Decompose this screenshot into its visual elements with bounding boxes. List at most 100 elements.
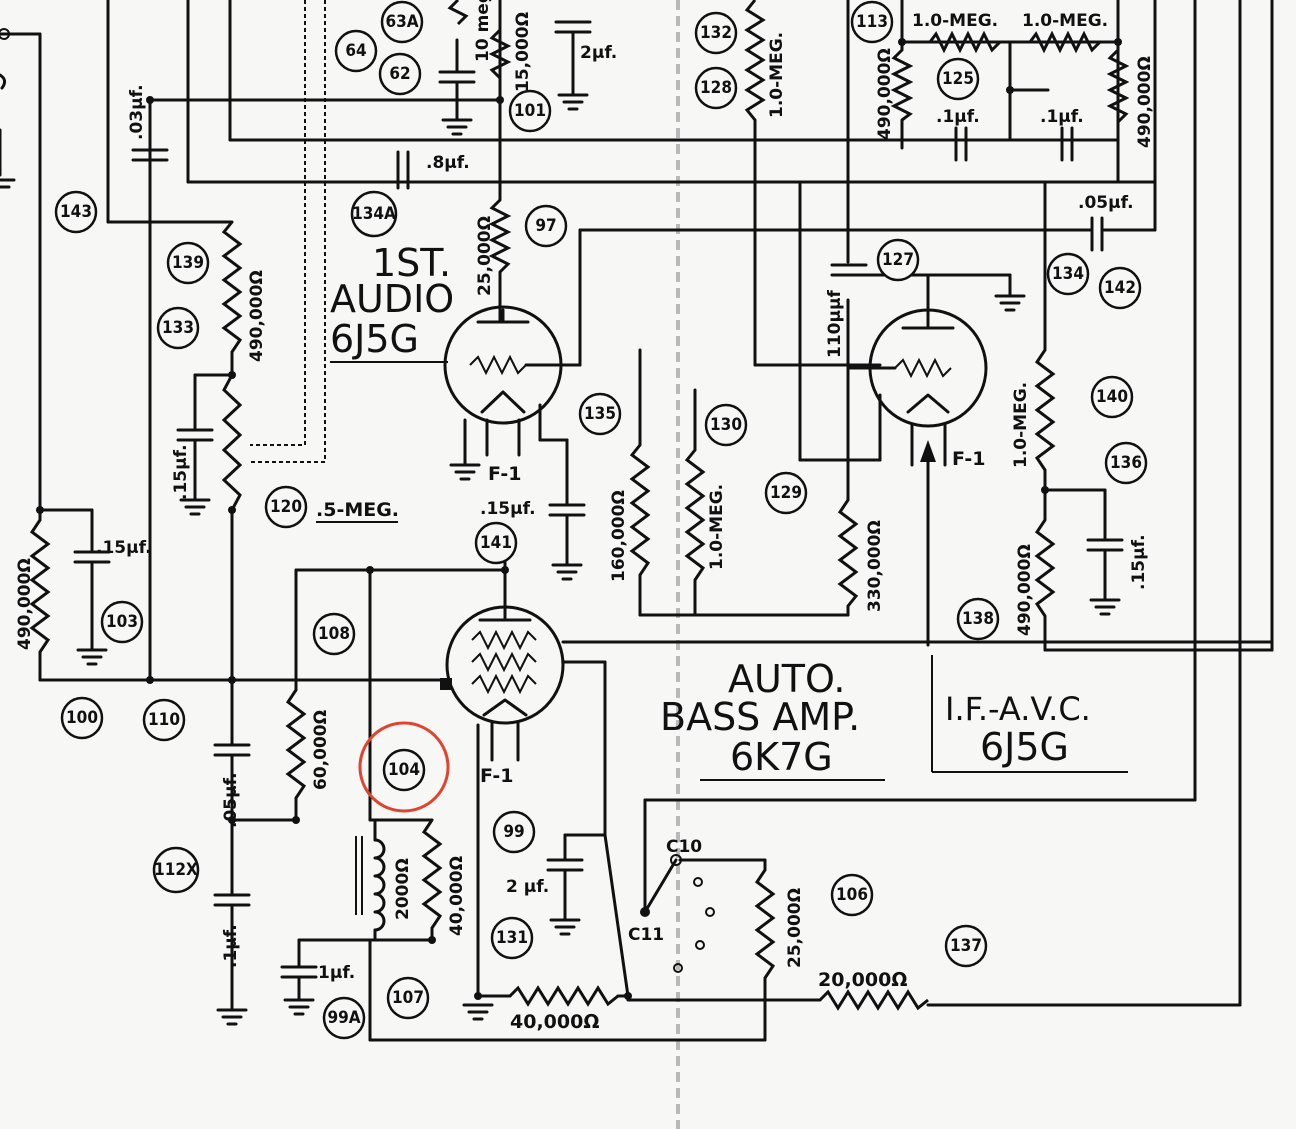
label-c-1-99a: 1µf. <box>318 963 355 983</box>
tube-label-1st: 1ST. <box>372 241 451 285</box>
label-c-1-a: .1µf. <box>936 107 980 127</box>
svg-text:133: 133 <box>162 318 194 338</box>
svg-text:143: 143 <box>60 202 92 222</box>
dashed-shield-lead <box>250 0 326 463</box>
label-sw-c10: C10 <box>666 837 702 857</box>
callout-136: 136 <box>1104 441 1148 485</box>
callout-128: 128 <box>694 66 738 110</box>
resistor-1meg-b <box>1028 30 1102 54</box>
label-c-15-133: .15µf. <box>171 444 191 500</box>
ground-symbols <box>0 93 1121 1026</box>
resistor-1meg-a <box>928 30 1002 54</box>
label-r-490k-138: 490,000Ω <box>1015 544 1035 636</box>
callout-63a: 63A <box>380 0 424 44</box>
svg-text:140: 140 <box>1096 387 1128 407</box>
label-r-15000: 15,000Ω <box>513 12 533 92</box>
tube-label-6j5g-a: 6J5G <box>330 317 419 361</box>
callout-99a: 99A <box>322 996 366 1040</box>
svg-text:99: 99 <box>503 822 524 842</box>
svg-text:139: 139 <box>172 253 204 273</box>
resistor-5meg-120 <box>221 374 243 511</box>
callout-138: 138 <box>956 597 1000 641</box>
svg-text:107: 107 <box>392 988 424 1008</box>
resistor-1meg-128 <box>744 0 766 121</box>
svg-text:97: 97 <box>535 216 556 236</box>
svg-text:132: 132 <box>700 23 732 43</box>
tone-switch <box>640 798 1197 973</box>
tube-if-avc <box>798 180 1012 647</box>
capacitors <box>73 20 1157 1012</box>
resistor-25000-106 <box>754 869 776 979</box>
svg-text:142: 142 <box>1104 278 1136 298</box>
label-fil-2: F-1 <box>480 765 514 787</box>
label-r-490k-100: 490,000Ω <box>15 558 35 650</box>
callout-107: 107 <box>386 976 430 1020</box>
svg-text:135: 135 <box>584 404 616 424</box>
callout-133: 133 <box>156 306 200 350</box>
svg-text:137: 137 <box>950 936 982 956</box>
svg-text:130: 130 <box>710 415 742 435</box>
callout-120: 120 <box>264 485 308 529</box>
component-values: .03µf. 2µf. 10 meg. 15,000Ω 1.0-MEG. 1.0… <box>15 0 1155 1033</box>
resistor-490k-100 <box>29 519 51 653</box>
label-r-1meg-top: 1.0-MEG. <box>767 32 787 118</box>
callout-140: 140 <box>1090 375 1134 419</box>
callout-bubbles: 64 63A 62 101 132 128 113 125 143 134A 97 127 134 142… <box>54 0 1148 1040</box>
label-r-1meg-140: 1.0-MEG. <box>1011 382 1031 468</box>
callout-134: 134 <box>1046 252 1090 296</box>
label-c-1-b: .1µf. <box>1040 107 1084 127</box>
callout-106: 106 <box>830 873 874 917</box>
tube-1st-audio <box>443 305 569 467</box>
label-c-15-103: .15µf. <box>96 538 152 558</box>
label-r-40000-107: 40,000Ω <box>447 856 467 936</box>
resistor-40000-107 <box>421 819 443 929</box>
svg-text:127: 127 <box>882 250 914 270</box>
label-c-05-110: .05µf. <box>221 772 241 828</box>
label-r-490k-139: 490,000Ω <box>247 270 267 362</box>
svg-text:101: 101 <box>514 101 546 121</box>
callout-64: 64 <box>334 29 378 73</box>
highlight-ring-104 <box>358 721 450 813</box>
svg-text:125: 125 <box>942 69 974 89</box>
callout-132: 132 <box>694 11 738 55</box>
transformer-104 <box>355 818 767 1042</box>
svg-text:112X: 112X <box>154 860 198 880</box>
resistor-490k-113 <box>890 48 914 122</box>
callout-62: 62 <box>378 52 422 96</box>
svg-text:64: 64 <box>345 41 366 61</box>
label-c-03: .03µf. <box>127 84 147 140</box>
tube-label-bass-amp: BASS AMP. <box>660 695 860 739</box>
label-r-490k-right: 490,000Ω <box>1135 56 1155 148</box>
label-r-330k: 330,000Ω <box>865 520 885 612</box>
label-r-5meg: .5-MEG. <box>316 499 399 521</box>
svg-text:134: 134 <box>1052 264 1084 284</box>
svg-text:110: 110 <box>148 710 180 730</box>
callout-129: 129 <box>764 471 808 515</box>
svg-text:113: 113 <box>856 12 888 32</box>
svg-text:128: 128 <box>700 78 732 98</box>
tube-label-6j5g-b: 6J5G <box>980 725 1069 769</box>
label-r-490k-113: 490,000Ω <box>875 48 895 140</box>
resistor-40000-131 <box>508 985 619 1007</box>
label-r-25000-97: 25,000Ω <box>475 216 495 296</box>
label-r-1meg-a: 1.0-MEG. <box>912 11 998 31</box>
resistor-1meg-140 <box>1034 349 1056 471</box>
resistor-490k-138 <box>1034 519 1056 617</box>
svg-text:129: 129 <box>770 483 802 503</box>
callout-141: 141 <box>474 521 518 565</box>
tube-label-audio: AUDIO <box>330 277 454 321</box>
callout-101: 101 <box>508 89 552 133</box>
svg-text:131: 131 <box>496 928 528 948</box>
label-r-20000: 20,000Ω <box>818 969 907 991</box>
resistor-490k-right <box>1106 48 1130 124</box>
callout-134a: 134A <box>350 190 398 238</box>
svg-text:138: 138 <box>962 609 994 629</box>
label-c-1-112x: .1µf. <box>221 924 241 968</box>
callout-131: 131 <box>490 916 534 960</box>
callout-99: 99 <box>492 810 536 854</box>
callout-100: 100 <box>60 696 104 740</box>
callout-143: 143 <box>54 190 98 234</box>
callout-135: 135 <box>578 392 622 436</box>
callout-142: 142 <box>1098 266 1142 310</box>
